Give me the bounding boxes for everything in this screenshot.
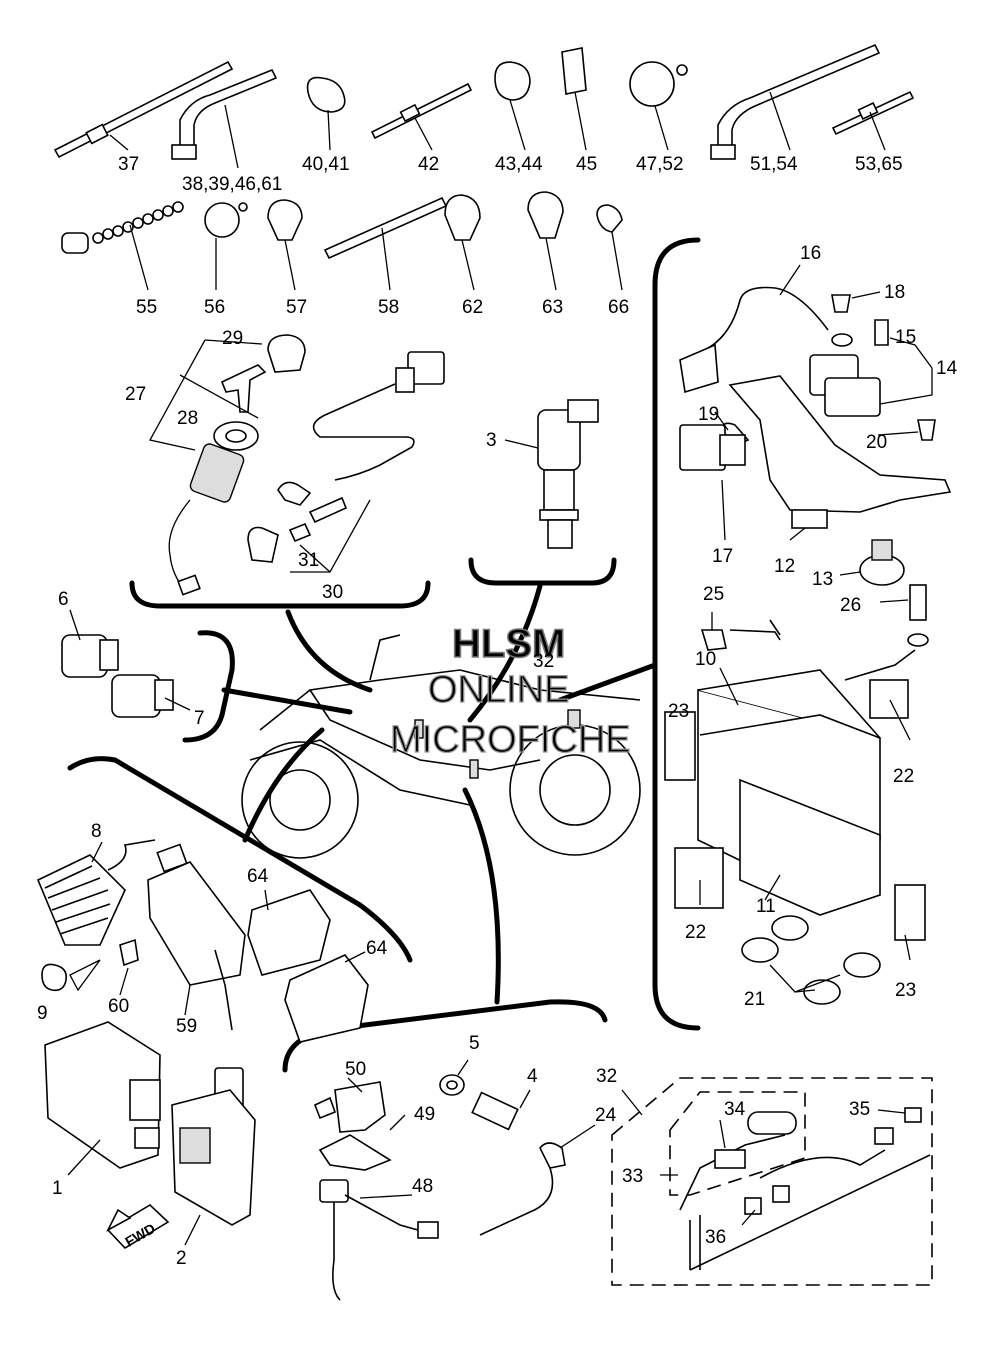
part-label: 20 [866, 432, 887, 453]
part-label: 30 [322, 582, 343, 603]
part-label: 66 [608, 297, 629, 318]
part-label: 26 [840, 595, 861, 616]
part-label: 19 [698, 404, 719, 425]
sub-harness-group [611, 1077, 933, 1286]
part-label: 23 [668, 701, 689, 722]
watermark-line-2: ONLINE [428, 669, 569, 711]
part-label: 32 [596, 1066, 617, 1087]
part-label: 43,44 [495, 154, 543, 175]
watermark: HLSM ONLINE MICROFICHE [389, 621, 631, 761]
watermark-line-3: MICROFICHE [390, 719, 631, 761]
part-label: 49 [414, 1104, 435, 1125]
part-label: 47,52 [636, 154, 684, 175]
part-label: 4 [527, 1066, 538, 1087]
cdi-unit [44, 1021, 256, 1250]
leader-lines [67, 91, 919, 1246]
part-label: 37 [118, 154, 139, 175]
watermark-line-1: HLSM [452, 622, 565, 666]
part-label: 18 [884, 282, 905, 303]
part-label: 33 [622, 1166, 643, 1187]
part-label: 29 [222, 328, 243, 349]
part-label: 55 [136, 297, 157, 318]
cable-ties-row [53, 43, 915, 160]
part-label: 28 [177, 408, 198, 429]
part-label: 31 [298, 550, 319, 571]
sensor-group [313, 1059, 596, 1301]
part-label: 12 [774, 556, 795, 577]
part-label: 51,54 [750, 154, 798, 175]
part-label: 3 [486, 430, 497, 451]
part-label: 34 [724, 1099, 746, 1120]
part-label: 57 [286, 297, 307, 318]
part-label: 7 [194, 708, 205, 729]
part-label: 59 [176, 1016, 197, 1037]
ignition-coil [504, 399, 599, 549]
starter-relay-group [679, 286, 952, 586]
part-label: 24 [595, 1105, 617, 1126]
switches-group [61, 634, 174, 718]
part-label: 60 [108, 996, 129, 1017]
part-label: 50 [345, 1059, 366, 1080]
part-label: 22 [685, 922, 706, 943]
battery-group [664, 584, 929, 1005]
part-label: 63 [542, 297, 563, 318]
part-label: 64 [366, 938, 388, 959]
part-label: 10 [695, 649, 716, 670]
part-label: 21 [744, 989, 765, 1010]
spark-plug-cap-group [247, 351, 445, 573]
part-label: 25 [703, 584, 724, 605]
part-label: 14 [936, 358, 958, 379]
bead-chain [61, 201, 184, 254]
ignition-switch-group [149, 334, 306, 596]
part-label: 38,39,46,61 [182, 174, 282, 195]
part-label: 64 [247, 866, 269, 887]
part-label: 11 [756, 896, 776, 917]
part-label: 62 [462, 297, 483, 318]
part-label: 40,41 [302, 154, 350, 175]
part-label: 35 [849, 1099, 870, 1120]
part-label: 8 [91, 821, 102, 842]
electrical-units-group [36, 839, 369, 1114]
part-label: 15 [895, 327, 916, 348]
part-label: 6 [58, 589, 69, 610]
part-labels: 37 38,39,46,61 40,41 42 43,44 45 47,52 5… [37, 154, 958, 1269]
part-label: 2 [176, 1248, 187, 1269]
part-label: 36 [705, 1227, 726, 1248]
clips-row [61, 191, 623, 260]
atv-illustration [241, 634, 641, 859]
part-label: 1 [52, 1178, 63, 1199]
part-label: 48 [412, 1176, 433, 1197]
part-label: 16 [800, 243, 821, 264]
part-label: 56 [204, 297, 225, 318]
part-label: 45 [576, 154, 597, 175]
part-label: 9 [37, 1003, 48, 1024]
part-label: 13 [812, 569, 833, 590]
part-label: 27 [125, 384, 146, 405]
part-label: 42 [418, 154, 439, 175]
part-label: 23 [895, 980, 916, 1001]
part-label: 58 [378, 297, 399, 318]
part-label: 5 [469, 1033, 480, 1054]
part-label: 53,65 [855, 154, 903, 175]
part-label: 22 [893, 766, 914, 787]
part-label: 32 [533, 651, 554, 672]
part-label: 17 [712, 546, 733, 567]
